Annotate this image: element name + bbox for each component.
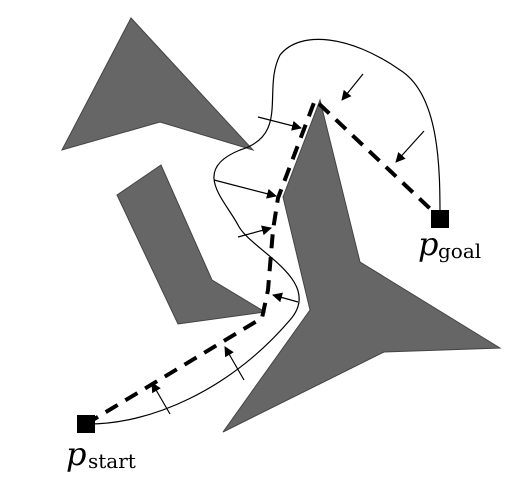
goal-label-sub: goal — [438, 239, 481, 263]
smooth-path-curve — [85, 38, 441, 425]
obstacle-right-star — [222, 98, 502, 433]
goal-label-main: p — [418, 225, 438, 263]
goal-marker — [431, 210, 449, 228]
arrow-3 — [272, 292, 299, 303]
arrow-1 — [151, 382, 171, 415]
arrow-6 — [257, 116, 302, 131]
start-label: p start — [66, 435, 136, 473]
arrow-4 — [237, 225, 272, 238]
obstacles — [61, 17, 502, 433]
goal-label: p goal — [418, 225, 481, 263]
correction-arrows — [151, 73, 425, 415]
arrow-2 — [224, 346, 245, 381]
start-label-main: p — [66, 435, 86, 473]
start-label-sub: start — [88, 449, 136, 473]
arrow-5 — [213, 179, 277, 199]
obstacle-left — [116, 164, 267, 325]
start-marker — [77, 415, 95, 433]
obstacle-top-left — [61, 17, 255, 152]
arrow-7 — [341, 73, 364, 101]
arrow-8 — [395, 130, 425, 163]
